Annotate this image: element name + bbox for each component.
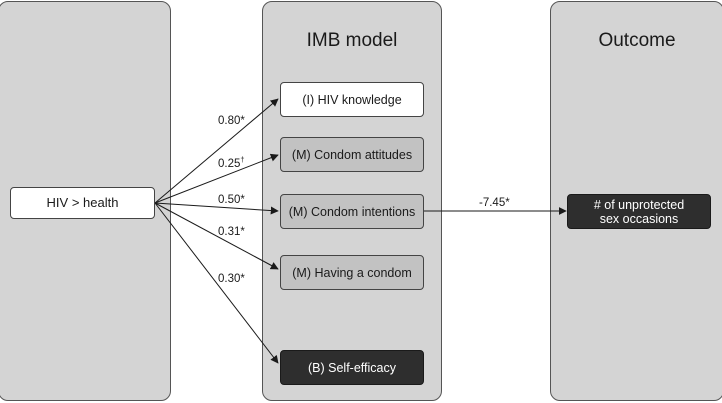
arrow-to-intentions: [154, 202, 279, 215]
edge-label-attitudes: 0.25†: [218, 155, 245, 170]
arrow-to-knowledge: [154, 98, 279, 204]
attitudes-node-label: (M) Condom attitudes: [291, 147, 413, 162]
outcome-node-line1: # of unprotected: [593, 197, 685, 212]
outcome-title: Outcome: [598, 30, 676, 51]
outcome-node-line2: sex occasions: [599, 211, 679, 226]
edge-label-attitudes-mark: †: [240, 155, 245, 164]
edge-label-knowledge: 0.80*: [218, 115, 245, 127]
edge-label-having: 0.31*: [218, 226, 245, 238]
edge-label-attitudes-value: 0.25: [218, 158, 241, 170]
edge-label-outcome: -7.45*: [479, 197, 510, 209]
efficacy-node: (B) Self-efficacy: [280, 350, 424, 385]
imb-model-title: IMB model: [306, 30, 398, 51]
outcome-node: # of unprotected sex occasions: [567, 194, 711, 229]
having-node: (M) Having a condom: [280, 255, 424, 290]
attitudes-node: (M) Condom attitudes: [280, 137, 424, 172]
knowledge-node-label: (I) HIV knowledge: [302, 92, 402, 107]
arrow-to-having: [154, 202, 279, 270]
having-node-label: (M) Having a condom: [292, 265, 412, 280]
source-node: HIV > health: [10, 187, 155, 219]
edge-label-efficacy: 0.30*: [218, 273, 245, 285]
source-node-label: HIV > health: [46, 195, 119, 210]
intentions-node-label: (M) Condom intentions: [288, 204, 416, 219]
arrow-to-attitudes: [154, 153, 279, 204]
knowledge-node: (I) HIV knowledge: [280, 82, 424, 117]
intentions-node: (M) Condom intentions: [280, 194, 424, 229]
efficacy-node-label: (B) Self-efficacy: [308, 360, 396, 375]
arrow-to-efficacy: [154, 202, 279, 364]
edge-label-intentions: 0.50*: [218, 194, 245, 206]
